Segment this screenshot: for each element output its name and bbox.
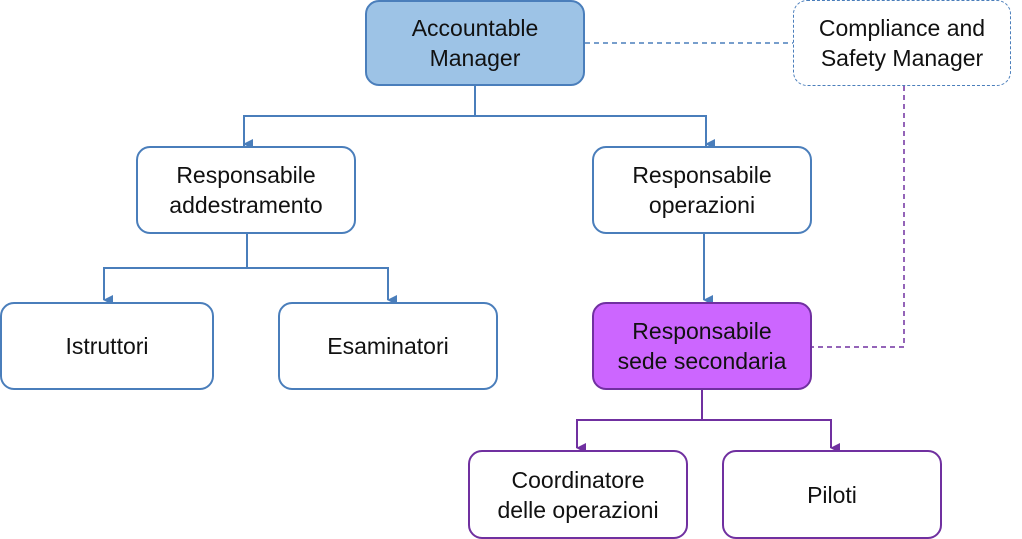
node-accountable-manager: Accountable Manager bbox=[365, 0, 585, 86]
node-label: Istruttori bbox=[65, 333, 149, 359]
node-label: Responsabile addestramento bbox=[169, 162, 323, 218]
node-label: Esaminatori bbox=[327, 333, 449, 359]
node-label: Responsabile sede secondaria bbox=[617, 318, 787, 374]
node-piloti: Piloti bbox=[722, 450, 942, 539]
dashed-link-compliance-sede bbox=[812, 86, 905, 348]
connector-addestramento-branches bbox=[103, 234, 389, 300]
connector-sede-branches bbox=[576, 390, 832, 448]
node-compliance-safety-manager: Compliance and Safety Manager bbox=[793, 0, 1011, 86]
node-label: Coordinatore delle operazioni bbox=[497, 466, 659, 523]
node-responsabile-addestramento: Responsabile addestramento bbox=[136, 146, 356, 234]
node-responsabile-sede-secondaria: Responsabile sede secondaria bbox=[592, 302, 812, 390]
connector-am-branches bbox=[243, 85, 707, 146]
node-istruttori: Istruttori bbox=[0, 302, 214, 390]
node-coordinatore-operazioni: Coordinatore delle operazioni bbox=[468, 450, 688, 539]
node-label: Accountable Manager bbox=[411, 15, 539, 71]
node-label: Responsabile operazioni bbox=[632, 162, 772, 218]
node-label: Piloti bbox=[807, 481, 857, 508]
node-responsabile-operazioni: Responsabile operazioni bbox=[592, 146, 812, 234]
node-esaminatori: Esaminatori bbox=[278, 302, 498, 390]
node-label: Compliance and Safety Manager bbox=[818, 15, 986, 71]
